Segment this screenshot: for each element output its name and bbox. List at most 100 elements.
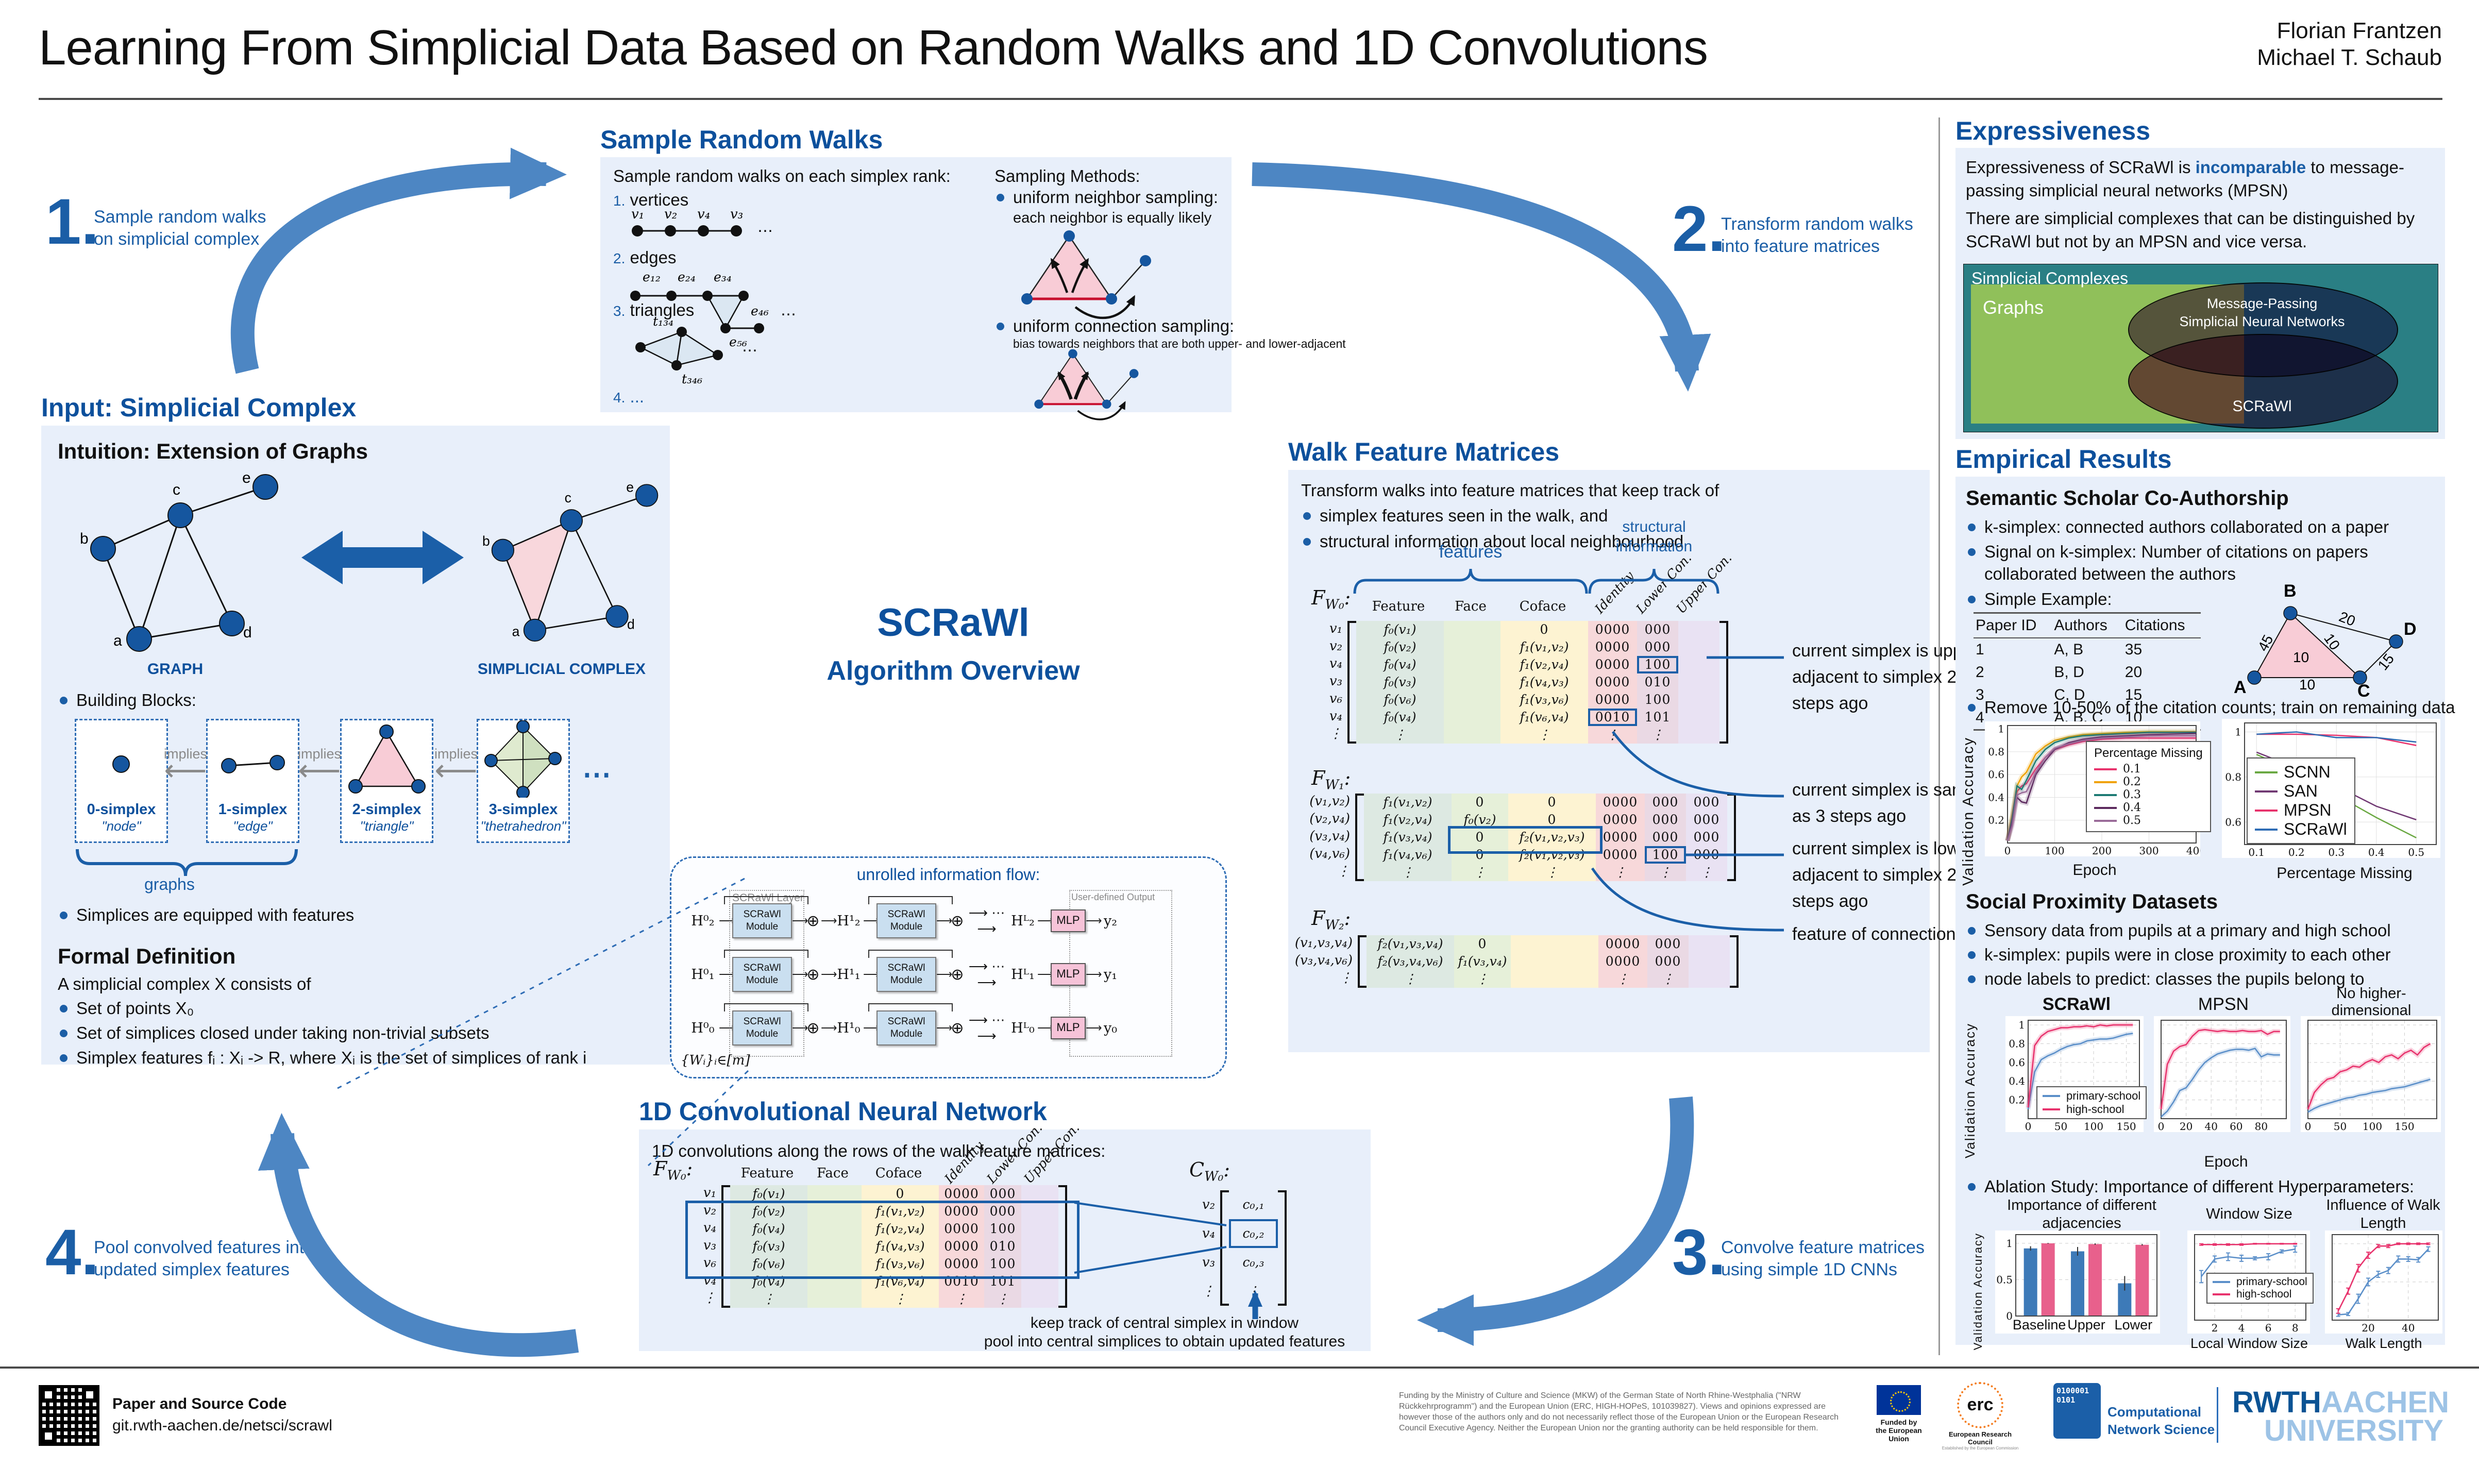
arrow-icon: ⟶ [863,1021,880,1034]
svg-text:a: a [512,623,520,639]
block-1-name: 1-simplex [218,801,288,818]
svg-text:1: 1 [2006,1237,2013,1250]
erc-icon: erc [1957,1382,2003,1428]
paper-source-url[interactable]: git.rwth-aachen.de/netsci/scrawl [112,1417,332,1434]
social-title: Social Proximity Datasets [1966,890,2218,913]
col-coface: Coface [1519,599,1566,614]
vertex-walk-diagram: v₁ v₂ v₄ v₃ ⋯ [631,207,773,240]
matrix-cell: 000 [1637,638,1678,656]
svg-text:0.2: 0.2 [2288,846,2305,858]
matrix-cell [807,1203,862,1220]
svg-text:d: d [243,624,252,641]
matrix-row-label: v₄ [703,1273,716,1288]
algorithm-title: SCRaWl [877,601,1030,645]
svg-text:15: 15 [2375,651,2398,673]
venn-scrawl-ellipse [2128,334,2398,429]
block-0-name: 0-simplex [87,801,156,818]
matrix-cell: ⋮ [1367,970,1454,988]
oplus-icon: ⊕ [806,1019,820,1037]
svg-text:10: 10 [2293,649,2309,665]
matrix-cell: 100 [984,1255,1021,1273]
svg-text:150: 150 [2394,1120,2414,1132]
svg-text:C: C [2357,681,2370,701]
svg-text:Baseline: Baseline [2013,1317,2066,1333]
logo-divider [2217,1387,2218,1443]
xlabel-missing: Percentage Missing [2276,865,2413,882]
matrix-cell: 0010 [939,1273,984,1290]
svg-text:0.4: 0.4 [1988,791,2004,803]
matrix-cell: f₁(v₄,v₃) [1500,673,1588,691]
matrix-cell: f₁(v₆,v₄) [862,1273,939,1290]
matrix-cell: 0000 [1588,673,1637,691]
svg-text:0.6: 0.6 [2009,1056,2025,1069]
svg-text:100: 100 [2084,1120,2103,1132]
flow-ellipsis: ⟶ ⋯ ⟶ [968,1012,1005,1043]
arrow-step-1 [230,147,567,374]
legend-percentage-missing: Percentage Missing 0.1 0.2 0.3 0.4 0.5 [2086,741,2211,832]
matrix-cell: f₀(v₁) [1356,621,1444,638]
algorithm-subtitle: Algorithm Overview [827,656,1080,686]
semantic-b2: Signal on k-simplex: Number of citations… [1966,541,2448,585]
matrix-cell: ⋮ [1500,726,1588,744]
svg-text:100: 100 [2045,845,2064,856]
matrix-cell: 0010 [1588,709,1637,726]
h-state: Hᴸ₂ [1011,913,1035,929]
oplus-icon: ⊕ [806,912,820,930]
legend-models: SCNN SAN MPSN SCRaWl [2247,757,2355,844]
col-feature: Feature [1372,599,1425,614]
matrix-cell [1444,709,1500,726]
svg-text:b: b [482,533,490,549]
semantic-b3: Simple Example: [1966,588,2112,611]
implies-3: implies⟵ [434,746,478,787]
svg-text:Upper: Upper [2067,1317,2105,1333]
block-2-alias: "triangle" [360,818,414,834]
express-p1: Expressiveness of SCRaWl is incomparable… [1966,158,2404,200]
matrix-cell: 0000 [1596,794,1645,811]
flow-ellipsis: ⟶ ⋯ ⟶ [968,905,1005,936]
ablation-title: Ablation Study: Importance of different … [1966,1176,2458,1198]
matrix-cell: c₀,₃ [1242,1255,1264,1270]
matrix-cell [807,1255,862,1273]
matrix-cell: 0000 [1598,953,1647,970]
abl-title-walk: Influence of Walk Length [2326,1197,2440,1232]
matrix-row-label: v₁ [1329,621,1342,636]
matrix-cell [1511,970,1598,988]
matrix-cell [807,1238,862,1255]
step-1-number: 1. [45,186,99,258]
uniform-neighbor-diagram [1021,230,1151,319]
matrix-cell [1689,935,1730,953]
social-b2: k-simplex: pupils were in close proximit… [1966,944,2458,966]
eu-logo: Funded by the European Union [1870,1385,1927,1443]
matrix-cell: f₂(v₁,v₂,v₃) [1508,829,1596,846]
matrix-cell: 010 [984,1238,1021,1255]
svg-text:1: 1 [2018,1019,2025,1031]
university-word: UNIVERSITY [2264,1414,2443,1448]
svg-text:50: 50 [2334,1120,2347,1132]
matrix-cell: 0 [1452,846,1508,864]
table-header: Authors [2052,612,2123,638]
callout-lower-adjacent: current simplex is lower- adjacent to si… [1792,839,1981,911]
table-header: Citations [2122,612,2201,638]
svg-text:1: 1 [2235,726,2241,738]
section-sample-random-walks: Sample Random Walks [600,125,883,154]
rank-1: 1. vertices [613,190,689,209]
page-title: Learning From Simplicial Data Based on R… [39,20,1708,75]
matrix-cell: 000 [1645,829,1686,846]
col-coface: Coface [875,1166,922,1181]
step-4-label: Pool convolved features into updated sim… [94,1238,314,1279]
step-1-label: Sample random walks on simplicial comple… [94,207,266,249]
sc-label: SIMPLICIAL COMPLEX [477,661,646,678]
matrix-cell: f₁(v₃,v₆) [1500,691,1588,709]
svg-text:e₂₄: e₂₄ [678,269,696,284]
oplus-icon: ⊕ [951,966,964,983]
svg-text:40: 40 [2204,1120,2217,1132]
matrix-cell [807,1185,862,1203]
matrix-cell: ⋮ [730,1290,807,1308]
matrix-row-label: (v₁,v₃,v₄) [1294,935,1353,951]
svg-text:50: 50 [2054,1120,2067,1132]
arrow-icon: ⟶ [821,968,837,981]
